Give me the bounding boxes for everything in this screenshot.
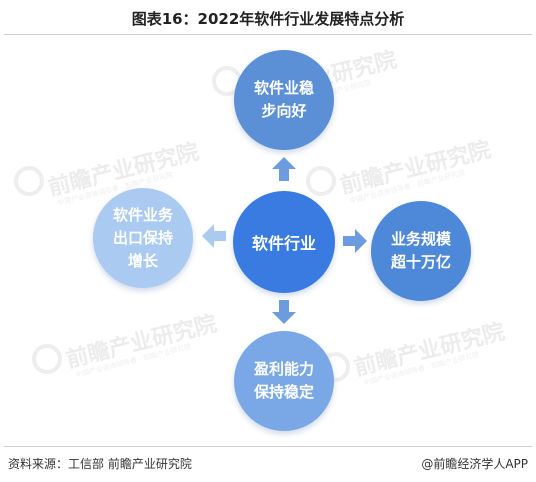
title-divider bbox=[4, 34, 532, 35]
node-bottom-label: 盈利能力 保持稳定 bbox=[253, 360, 314, 401]
arrow-left-icon bbox=[202, 224, 226, 248]
footer-divider bbox=[4, 446, 532, 447]
node-right: 业务规模 超十万亿 bbox=[371, 201, 471, 301]
watermark-logo-icon bbox=[14, 166, 44, 196]
arrow-up-icon bbox=[272, 157, 296, 181]
node-bottom: 盈利能力 保持稳定 bbox=[234, 331, 334, 431]
node-right-label: 业务规模 超十万亿 bbox=[390, 230, 451, 271]
arrow-right-icon bbox=[343, 229, 367, 253]
watermark-logo-icon bbox=[306, 166, 336, 196]
source-note: 资料来源：工信部 前瞻产业研究院 bbox=[8, 457, 192, 471]
node-left: 软件业务 出口保持 增长 bbox=[93, 188, 193, 288]
brand-credit: @前瞻经济学人APP bbox=[421, 457, 528, 471]
node-left-label: 软件业务 出口保持 增长 bbox=[112, 205, 173, 270]
figure-title: 图表16：2022年软件行业发展特点分析 bbox=[131, 10, 405, 28]
node-center: 软件行业 bbox=[233, 191, 335, 293]
node-top: 软件业稳 步向好 bbox=[234, 50, 334, 150]
node-center-label: 软件行业 bbox=[251, 234, 316, 253]
watermark-logo-icon bbox=[32, 344, 62, 374]
node-top-label: 软件业稳 步向好 bbox=[253, 79, 314, 120]
arrow-down-icon bbox=[272, 300, 296, 324]
